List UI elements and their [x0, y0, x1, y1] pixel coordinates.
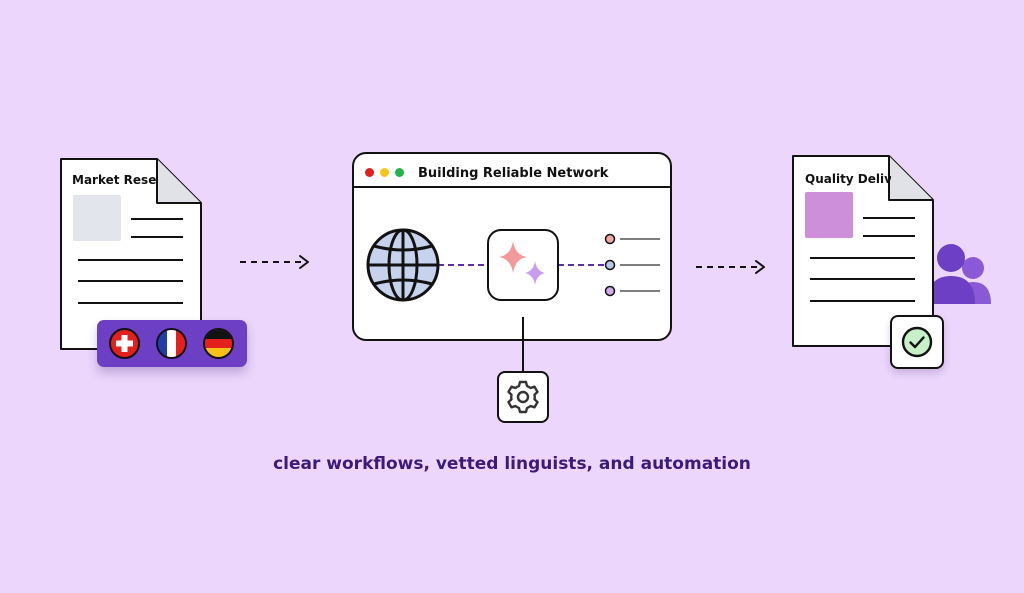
- germany-flag-icon: [203, 328, 234, 359]
- flow-arrow-right: [696, 260, 765, 274]
- france-flag-icon: [156, 328, 187, 359]
- ai-sparkle-box: [487, 229, 559, 301]
- delivered-document: Quality Delive: [791, 154, 935, 348]
- source-document: Market Resea: [59, 157, 203, 351]
- language-flags-badge: [97, 320, 247, 367]
- switzerland-flag-icon: [109, 328, 140, 359]
- quality-check-box: [890, 315, 944, 369]
- window-title: Building Reliable Network: [418, 166, 609, 181]
- window-minimize-dot: [380, 168, 389, 177]
- document-page-shape: [792, 155, 934, 347]
- sparkle-icon: [499, 241, 545, 285]
- gear-icon: [507, 380, 539, 414]
- document-page-shape: [60, 158, 202, 350]
- window-maximize-dot: [395, 168, 404, 177]
- flow-arrow-left: [240, 255, 309, 269]
- window-close-dot: [365, 168, 374, 177]
- delivered-document-title: Quality Delive: [805, 172, 891, 186]
- network-diagram: [366, 228, 660, 372]
- window-title-bar: Building Reliable Network: [354, 154, 670, 188]
- check-icon: [901, 326, 933, 358]
- source-document-title: Market Resea: [72, 173, 158, 187]
- output-list: [604, 233, 660, 297]
- document-image-placeholder: [805, 192, 853, 238]
- document-image-placeholder: [73, 195, 121, 241]
- users-icon: [927, 244, 991, 304]
- globe-icon: [366, 228, 440, 302]
- gear-settings-box: [497, 371, 549, 423]
- caption-text: clear workflows, vetted linguists, and a…: [273, 454, 751, 474]
